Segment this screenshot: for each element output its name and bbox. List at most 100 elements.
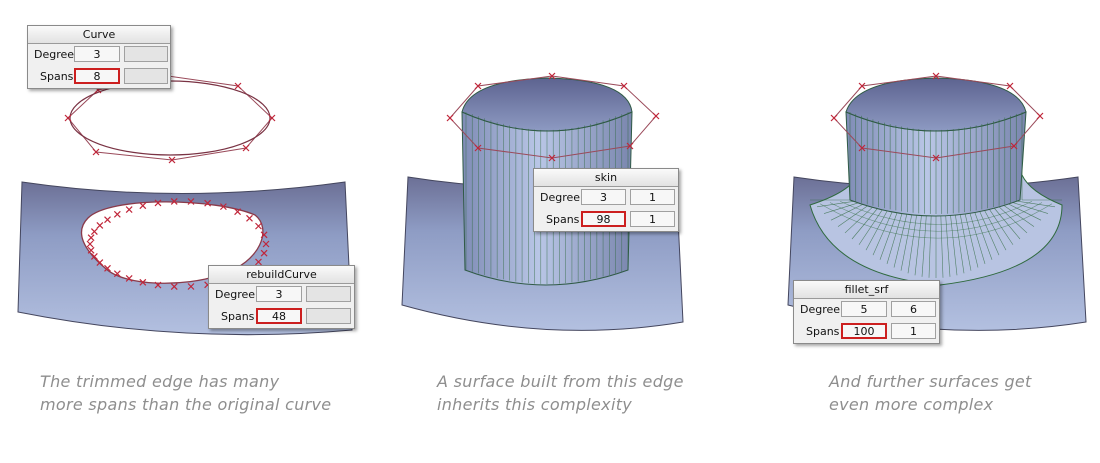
- cv-marker: [1010, 142, 1018, 150]
- caption-right-line-1: And further surfaces get: [829, 372, 1032, 391]
- degree-row: Degree 3: [209, 284, 354, 306]
- cv-marker: [255, 222, 262, 230]
- spans-field[interactable]: 48: [256, 308, 302, 324]
- cv-marker: [170, 198, 178, 205]
- cv-marker: [255, 258, 262, 266]
- spans-field-2[interactable]: 1: [891, 323, 936, 339]
- degree-field[interactable]: 3: [74, 46, 120, 62]
- cv-marker: [96, 259, 104, 266]
- degree-field[interactable]: 5: [841, 301, 887, 317]
- skin-attribute-panel: skin Degree 3 1 Spans 98 1: [533, 168, 679, 232]
- spans-row: Spans 48: [209, 306, 354, 328]
- cv-marker: [446, 114, 454, 122]
- cv-marker: [154, 281, 162, 289]
- cv-marker: [932, 154, 940, 162]
- caption-middle-line-2: inherits this complexity: [437, 395, 633, 414]
- cv-marker: [154, 199, 162, 207]
- cv-marker: [87, 234, 95, 242]
- degree-field-2[interactable]: 6: [891, 301, 936, 317]
- cv-marker: [1006, 82, 1014, 90]
- degree-label: Degree: [34, 48, 75, 61]
- spans-field-2[interactable]: [124, 68, 168, 84]
- degree-field[interactable]: 3: [256, 286, 302, 302]
- degree-label: Degree: [215, 288, 256, 301]
- panel-title: Curve: [28, 26, 170, 44]
- spans-row: Spans 98 1: [534, 209, 678, 231]
- cv-marker: [858, 82, 866, 90]
- cv-marker: [620, 82, 628, 90]
- spans-label: Spans: [806, 325, 840, 338]
- cv-marker: [187, 283, 195, 290]
- curve-attribute-panel: Curve Degree 3 Spans 8: [27, 25, 171, 89]
- spans-field[interactable]: 98: [581, 211, 626, 227]
- cv-marker: [260, 249, 268, 257]
- degree-field-2[interactable]: [306, 286, 351, 302]
- cv-marker: [858, 144, 866, 152]
- caption-right-line-2: even more complex: [829, 395, 994, 414]
- cv-marker: [242, 144, 250, 152]
- fillet-cylinder-isoparms: [849, 112, 1023, 214]
- spans-field[interactable]: 8: [74, 68, 120, 84]
- spans-field-2[interactable]: 1: [630, 211, 675, 227]
- cv-marker: [170, 283, 178, 290]
- fillet-isoparms: [810, 199, 1062, 278]
- fillet-cylinder-inner: [845, 77, 1027, 132]
- cv-marker: [234, 208, 242, 216]
- caption-middle-line-1: A surface built from this edge: [437, 372, 684, 391]
- degree-field-2[interactable]: 1: [630, 189, 675, 205]
- spans-row: Spans 100 1: [794, 321, 939, 343]
- cv-marker: [474, 82, 482, 90]
- cv-marker: [113, 270, 121, 278]
- spans-field[interactable]: 100: [841, 323, 887, 339]
- cv-marker: [652, 112, 660, 120]
- rebuildcurve-attribute-panel: rebuildCurve Degree 3 Spans 48: [208, 265, 355, 329]
- cv-marker: [90, 228, 98, 235]
- cv-marker: [187, 198, 195, 205]
- cv-marker: [204, 199, 212, 207]
- cv-marker: [139, 202, 147, 210]
- cv-marker: [96, 222, 104, 229]
- degree-row: Degree 5 6: [794, 299, 939, 321]
- caption-right: And further surfaces get even more compl…: [829, 370, 1032, 416]
- spans-label: Spans: [221, 310, 255, 323]
- cv-marker: [90, 253, 98, 260]
- cv-marker: [262, 240, 270, 248]
- cv-marker: [87, 246, 95, 254]
- degree-label: Degree: [540, 191, 581, 204]
- panel-title: skin: [534, 169, 678, 187]
- cv-marker: [219, 203, 227, 211]
- degree-row: Degree 3: [28, 44, 170, 66]
- degree-label: Degree: [800, 303, 841, 316]
- panel-title: rebuildCurve: [209, 266, 354, 284]
- cv-markers: [64, 72, 1044, 164]
- cv-marker: [104, 216, 111, 224]
- cv-marker: [932, 72, 940, 80]
- spans-row: Spans 8: [28, 66, 170, 88]
- cv-marker: [125, 206, 133, 214]
- cv-marker: [474, 144, 482, 152]
- caption-left-line-2: more spans than the original curve: [40, 395, 332, 414]
- caption-middle: A surface built from this edge inherits …: [437, 370, 684, 416]
- cv-marker: [830, 114, 838, 122]
- fillet-srf-attribute-panel: fillet_srf Degree 5 6 Spans 100 1: [793, 280, 940, 344]
- cv-marker: [92, 148, 100, 156]
- cv-marker: [548, 72, 556, 80]
- cv-marker: [139, 278, 147, 286]
- cv-marker: [125, 274, 133, 282]
- panel-title: fillet_srf: [794, 281, 939, 299]
- cv-marker: [86, 240, 94, 248]
- cv-marker: [104, 264, 111, 272]
- skin-cylinder-inner: [461, 77, 633, 132]
- cv-marker: [64, 114, 72, 122]
- degree-field-2[interactable]: [124, 46, 168, 62]
- cv-marker: [260, 231, 268, 239]
- spans-label: Spans: [40, 70, 74, 83]
- spans-field-2[interactable]: [306, 308, 351, 324]
- cv-marker: [1036, 112, 1044, 120]
- cv-marker: [234, 82, 242, 90]
- degree-field[interactable]: 3: [581, 189, 626, 205]
- spans-label: Spans: [546, 213, 580, 226]
- cv-marker: [113, 210, 121, 218]
- caption-left: The trimmed edge has many more spans tha…: [40, 370, 331, 416]
